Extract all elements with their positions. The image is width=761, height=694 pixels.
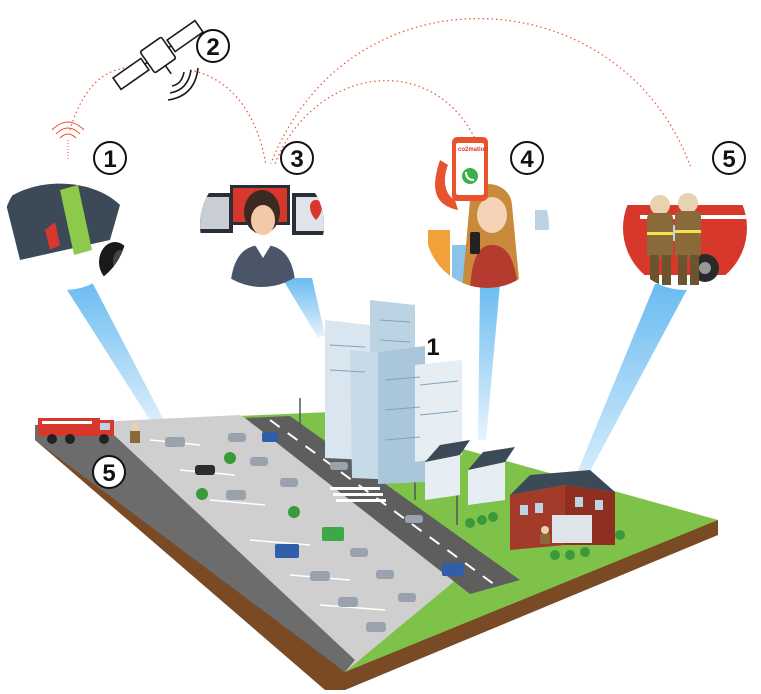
satellite-icon	[111, 19, 205, 91]
car	[310, 571, 330, 581]
circle-firefighters	[623, 166, 747, 290]
car	[338, 597, 358, 607]
parked-cars	[165, 432, 464, 632]
step-5-top-label: 5	[722, 146, 735, 173]
building-number-label: 1	[426, 334, 439, 361]
high-rise-buildings	[325, 300, 462, 484]
car	[350, 548, 368, 557]
road-main	[245, 416, 520, 594]
car	[262, 432, 278, 442]
car	[228, 433, 246, 442]
arc-dispatcher-to-firefighters	[261, 17, 701, 201]
van	[442, 563, 464, 576]
crosswalk	[330, 487, 386, 502]
step-3-label: 3	[290, 146, 303, 173]
car	[195, 465, 215, 475]
firefighter-ground-icon	[130, 423, 140, 443]
step-5-ground-label: 5	[102, 460, 115, 487]
badge-step-3: 3	[280, 141, 314, 175]
car	[376, 570, 394, 579]
step-4-label: 4	[520, 146, 534, 173]
car	[330, 462, 348, 470]
car	[398, 593, 416, 602]
car	[405, 515, 423, 523]
circle-smoke-detector	[3, 166, 127, 290]
circle-dispatcher	[200, 163, 324, 287]
beam-5	[565, 284, 690, 505]
beam-3	[282, 278, 325, 338]
car	[226, 490, 246, 500]
signal-icon	[51, 121, 85, 160]
phone-screen-text: co2mation	[458, 147, 488, 153]
car	[280, 478, 298, 487]
badge-step-5-ground: 5	[92, 455, 126, 489]
van	[322, 527, 344, 541]
step-1-label: 1	[103, 146, 116, 173]
beam-4	[478, 284, 500, 440]
car	[250, 457, 268, 466]
car	[366, 622, 386, 632]
van	[275, 544, 299, 558]
fire-truck-icon	[38, 418, 114, 444]
houses	[425, 440, 515, 505]
firefighters-icon	[647, 193, 701, 285]
badge-step-1: 1	[93, 141, 127, 175]
beams	[62, 278, 690, 505]
lane-markings	[269, 419, 496, 586]
car	[165, 437, 185, 447]
circle-phone-call	[425, 164, 549, 288]
badge-step-5-top: 5	[712, 141, 746, 175]
phone-call-icon: co2mation	[435, 137, 488, 210]
badge-step-4: 4	[510, 141, 544, 175]
arc-detector-to-satellite	[69, 67, 141, 131]
step-2-label: 2	[206, 34, 219, 61]
satellite-waves	[167, 67, 199, 101]
fire-station-icon	[510, 470, 615, 550]
beam-1	[62, 282, 170, 436]
badge-step-2: 2	[196, 29, 230, 63]
arc-dispatcher-to-phone	[267, 80, 486, 186]
